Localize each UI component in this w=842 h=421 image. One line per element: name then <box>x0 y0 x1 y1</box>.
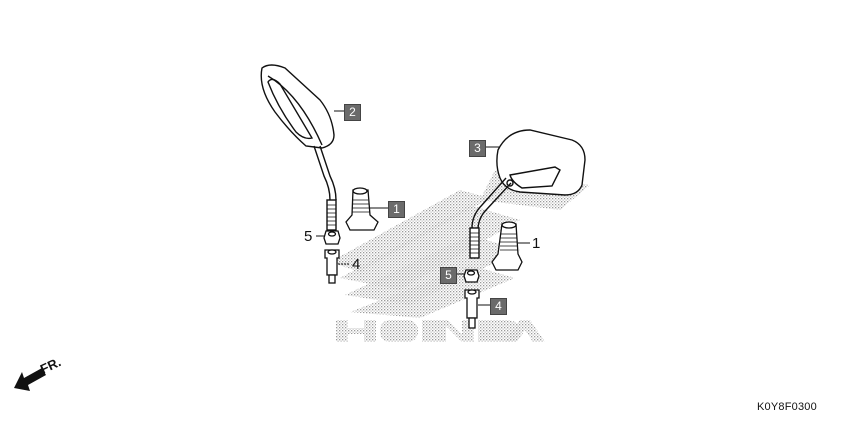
diagram-code: K0Y8F0300 <box>757 401 817 413</box>
callout-5-right: 5 <box>440 267 457 284</box>
right-bolt-drawing <box>464 289 480 329</box>
right-mirror-drawing <box>469 129 586 259</box>
callout-2: 2 <box>344 104 361 121</box>
left-nut-drawing <box>323 230 341 245</box>
callout-1-right: 1 <box>532 235 541 252</box>
callout-1-left: 1 <box>388 201 405 218</box>
left-bolt-drawing <box>324 249 340 284</box>
right-boot-drawing <box>491 221 523 271</box>
left-boot-drawing <box>345 187 379 231</box>
callout-3: 3 <box>469 140 486 157</box>
left-mirror-drawing <box>260 64 337 231</box>
front-direction-arrow-icon <box>14 368 46 391</box>
honda-wordmark-watermark <box>336 320 545 342</box>
right-nut-drawing <box>463 269 480 283</box>
callout-5-left: 5 <box>304 228 313 245</box>
callout-4-right: 4 <box>490 298 507 315</box>
callout-4-left: 4 <box>352 256 361 273</box>
